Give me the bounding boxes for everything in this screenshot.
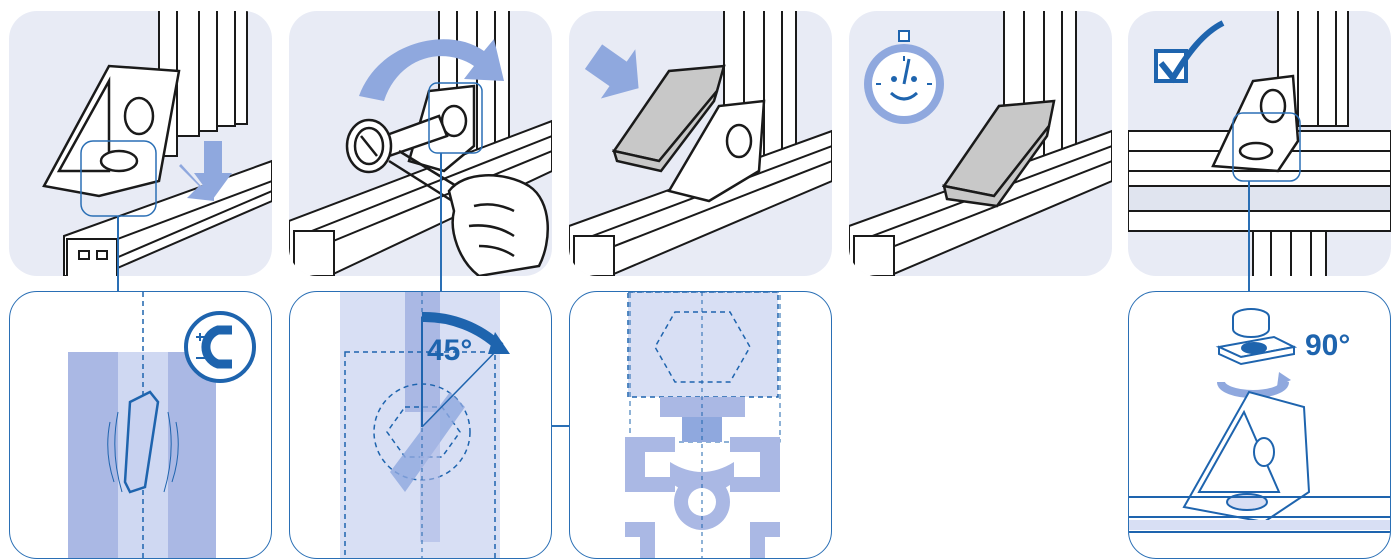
- step-5-detail-illustration: [1129, 292, 1391, 559]
- magnet-icon: [186, 313, 254, 381]
- step-2-panel: [289, 11, 552, 276]
- nut: [1233, 309, 1269, 337]
- hand: [449, 175, 548, 276]
- step-3-panel: [569, 11, 832, 276]
- angle-bracket: [1213, 76, 1298, 171]
- step-4-illustration: [849, 11, 1112, 276]
- angle-bracket: [1184, 392, 1309, 522]
- step-3-detail: [569, 291, 832, 559]
- step-3-detail-illustration: [570, 292, 832, 559]
- step-2-3-connector: [552, 425, 569, 427]
- step-3-illustration: [569, 11, 832, 276]
- angle-bracket: [44, 66, 179, 196]
- step-1-panel: [9, 11, 272, 276]
- step-1-illustration: [9, 11, 272, 276]
- step-5-detail: 90°: [1128, 291, 1391, 559]
- step-2-connector: [440, 153, 442, 292]
- step-5-panel: [1128, 11, 1391, 276]
- step-4-panel: [849, 11, 1112, 276]
- tightening-angle-label: 90°: [1305, 329, 1350, 363]
- step-1-detail-illustration: [10, 292, 272, 559]
- step-2-illustration: [289, 11, 552, 276]
- rotation-angle-label: 45°: [427, 334, 472, 368]
- step-2-detail-illustration: [290, 292, 552, 559]
- checkbox-checked-icon: [1156, 23, 1223, 81]
- step-5-connector: [1248, 181, 1250, 292]
- stopwatch-icon: [864, 31, 944, 124]
- step-2-detail: 45°: [289, 291, 552, 559]
- step-5-illustration: [1128, 11, 1391, 276]
- step-1-connector: [117, 216, 119, 292]
- step-1-detail: [9, 291, 272, 559]
- insert-arrow: [576, 32, 655, 113]
- t-slot-nut: [1219, 337, 1294, 364]
